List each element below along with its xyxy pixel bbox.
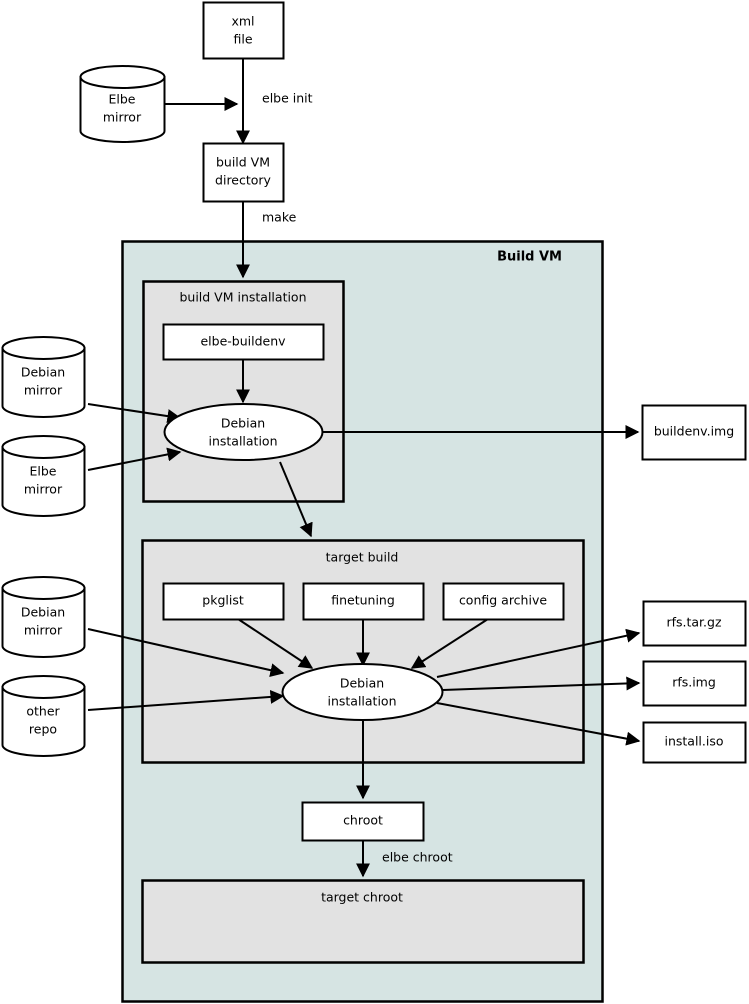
node-buildenv-img-label: buildenv.img xyxy=(654,424,734,439)
node-debian-installation-target-label-line1: Debian xyxy=(340,676,384,691)
target-build-label: target build xyxy=(326,550,399,565)
node-xml-file-label-line2: file xyxy=(233,32,252,47)
edge-debian-mirror-upper-to-install xyxy=(87,403,182,424)
node-config-archive-label: config archive xyxy=(459,593,547,608)
node-elbe-buildenv[interactable] xyxy=(162,323,325,361)
node-debian-mirror-upper-label-line1: Debian xyxy=(21,365,65,380)
node-debian-mirror-lower-label-line2: mirror xyxy=(24,623,63,638)
node-elbe-mirror-lower-label-line1: Elbe xyxy=(30,464,57,479)
node-elbe-mirror-lower[interactable] xyxy=(1,435,86,517)
node-xml-file[interactable] xyxy=(202,1,285,60)
edge-other-repo-to-install xyxy=(87,689,285,711)
node-finetuning[interactable] xyxy=(302,582,425,621)
edge-pkglist-to-debian-install xyxy=(237,618,314,669)
edge-debian-mirror-lower-to-install xyxy=(87,628,285,678)
node-rfs-tar-gz[interactable] xyxy=(642,600,747,647)
node-chroot-label: chroot xyxy=(343,813,383,828)
edge-config-archive-to-debian-install xyxy=(410,618,489,669)
edge-label-elbe-chroot: elbe chroot xyxy=(382,850,453,865)
node-install-iso-label: install.iso xyxy=(664,734,723,749)
edge-debian-install-to-rfs-img xyxy=(442,676,641,691)
target-chroot-group xyxy=(141,879,585,964)
edge-label-make: make xyxy=(262,210,297,225)
node-elbe-mirror-top-label-line1: Elbe xyxy=(109,92,136,107)
node-debian-mirror-lower[interactable] xyxy=(1,576,86,658)
node-rfs-tar-gz-label: rfs.tar.gz xyxy=(666,615,721,630)
target-chroot-label: target chroot xyxy=(321,890,403,905)
node-rfs-img-label: rfs.img xyxy=(672,675,716,690)
node-finetuning-label: finetuning xyxy=(331,593,395,608)
node-config-archive[interactable] xyxy=(442,582,565,621)
node-install-iso[interactable] xyxy=(642,721,747,764)
node-build-vm-directory[interactable] xyxy=(202,142,285,203)
edge-debian-install-to-target-build xyxy=(279,461,313,538)
node-other-repo[interactable] xyxy=(1,675,86,757)
edge-debian-install-to-install-iso xyxy=(436,702,641,746)
node-other-repo-label-line2: repo xyxy=(29,722,57,737)
node-buildenv-img[interactable] xyxy=(641,404,747,461)
node-elbe-mirror-lower-label-line2: mirror xyxy=(24,482,63,497)
node-elbe-mirror-top[interactable] xyxy=(79,65,166,143)
build-vm-installation-label: build VM installation xyxy=(179,290,306,305)
node-elbe-mirror-top-label-line2: mirror xyxy=(103,110,142,125)
node-debian-mirror-lower-label-line1: Debian xyxy=(21,605,65,620)
node-rfs-img[interactable] xyxy=(642,660,747,707)
node-elbe-buildenv-label: elbe-buildenv xyxy=(200,334,286,349)
node-chroot[interactable] xyxy=(301,801,425,842)
node-debian-installation-target-label-line2: installation xyxy=(327,694,396,709)
node-debian-installation-buildvm-label-line1: Debian xyxy=(221,416,265,431)
node-other-repo-label-line1: other xyxy=(26,704,60,719)
node-pkglist[interactable] xyxy=(162,582,285,621)
node-debian-installation-target[interactable] xyxy=(281,663,444,721)
node-debian-installation-buildvm[interactable] xyxy=(163,403,324,461)
node-xml-file-label-line1: xml xyxy=(231,14,254,29)
node-build-vm-directory-label-line2: directory xyxy=(215,173,272,188)
node-pkglist-label: pkglist xyxy=(202,593,244,608)
edge-debian-install-to-rfs-targz xyxy=(436,628,641,678)
build-vm-label: Build VM xyxy=(497,250,562,265)
node-debian-installation-buildvm-label-line2: installation xyxy=(208,434,277,449)
edge-elbe-mirror-lower-to-install xyxy=(87,447,182,471)
node-build-vm-directory-label-line1: build VM xyxy=(216,155,270,170)
node-debian-mirror-upper-label-line2: mirror xyxy=(24,383,63,398)
node-debian-mirror-upper[interactable] xyxy=(1,336,86,418)
edge-label-elbe-init: elbe init xyxy=(262,91,313,106)
